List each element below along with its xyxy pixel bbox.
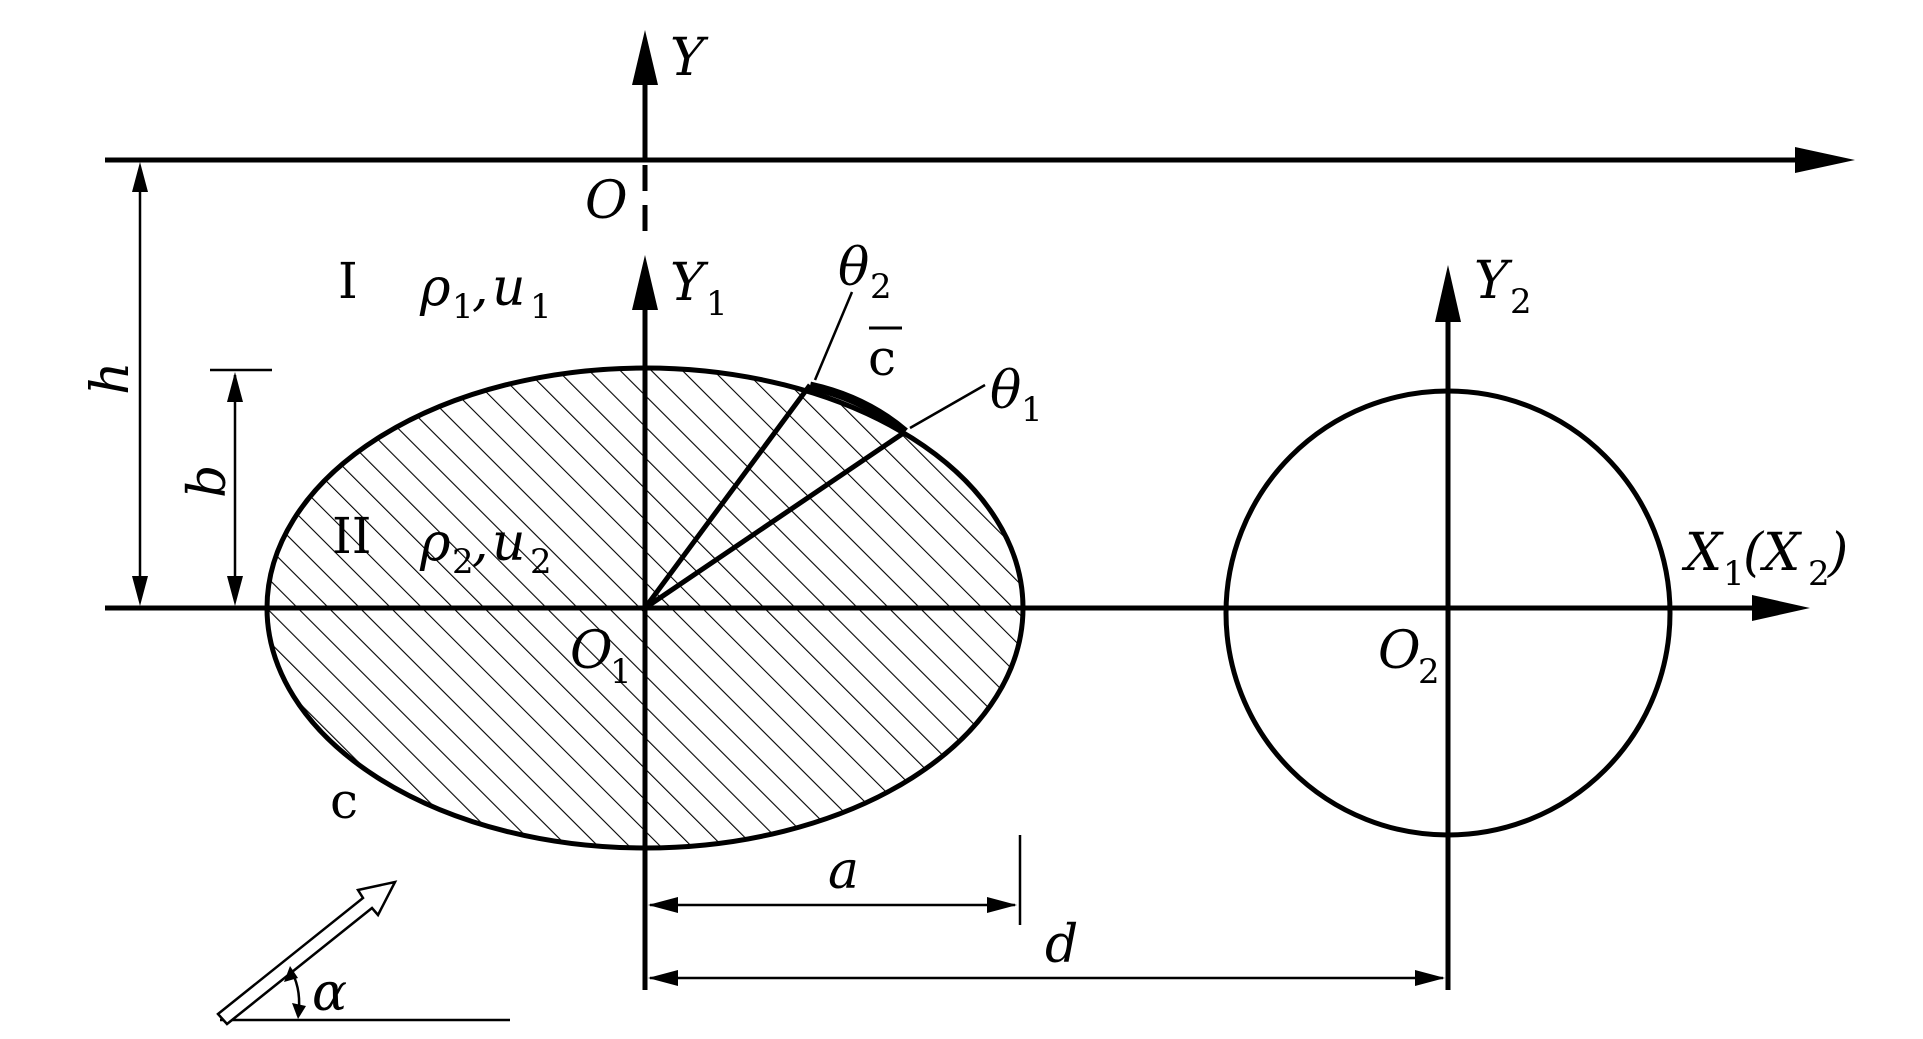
region-ii-label: II: [332, 507, 372, 565]
y1-axis-arrowhead: [632, 255, 658, 310]
theta2-label: θ: [838, 238, 869, 298]
rho1-label: ρ: [419, 258, 451, 318]
origin-o-label: O: [585, 171, 628, 231]
x2-axis-label: (X: [1743, 523, 1802, 583]
origin-o1-subscript: 1: [610, 652, 632, 692]
x2-axis-subscript: 2: [1808, 554, 1830, 594]
u2-label: u: [492, 513, 526, 573]
y-axis-arrowhead: [632, 30, 658, 85]
y-axis-label: Y: [670, 28, 709, 88]
alpha-label: α: [312, 963, 347, 1023]
u2-subscript: 2: [530, 542, 552, 582]
theta1-label: θ: [990, 361, 1021, 421]
origin-o1-label: O: [570, 621, 613, 681]
incident-flow-arrow: [216, 880, 398, 1026]
rho1-subscript: 1: [452, 287, 474, 327]
y1-axis-label: Y: [670, 253, 709, 313]
d-arrow-right: [1415, 970, 1445, 986]
origin-o2-subscript: 2: [1418, 652, 1440, 692]
y1-axis-subscript: 1: [706, 284, 728, 324]
y2-axis-subscript: 2: [1510, 282, 1532, 322]
d-arrow-left: [648, 970, 678, 986]
h-label: h: [81, 362, 141, 396]
rho2-subscript: 2: [452, 542, 474, 582]
cbar-arc: [809, 381, 908, 436]
b-label: b: [178, 465, 238, 498]
top-wall-arrowhead: [1795, 147, 1855, 173]
region-i-label: I: [338, 252, 358, 310]
a-arrow-left: [648, 897, 678, 913]
y2-axis-label: Y: [1474, 251, 1513, 311]
cbar-label: c: [868, 329, 896, 387]
b-arrow-bottom: [227, 576, 243, 606]
h-arrow-bottom: [132, 576, 148, 606]
x1-axis-subscript: 1: [1723, 554, 1745, 594]
rho2-label: ρ: [419, 513, 451, 573]
h-arrow-top: [132, 162, 148, 192]
a-label: a: [828, 841, 859, 901]
comma1-label: ,: [472, 258, 489, 318]
theta2-ray: [642, 383, 813, 610]
x2-axis-close-paren: ): [1827, 523, 1848, 583]
u1-subscript: 1: [530, 287, 552, 327]
comma2-label: ,: [472, 513, 489, 573]
b-arrow-top: [227, 372, 243, 402]
d-label: d: [1045, 915, 1078, 975]
y2-axis-arrowhead: [1435, 265, 1461, 322]
theta2-leader: [813, 291, 854, 381]
theta1-subscript: 1: [1021, 390, 1043, 430]
theta1-ray: [643, 429, 907, 611]
contour-c-label: c: [330, 772, 358, 830]
alpha-arc-arrowhead-top: [284, 966, 298, 982]
alpha-arc-arrowhead-bottom: [292, 1003, 306, 1019]
theta2-subscript: 2: [870, 267, 892, 307]
x1-axis-label: X: [1681, 523, 1724, 583]
theta1-leader: [909, 383, 986, 430]
origin-o2-label: O: [1378, 621, 1421, 681]
a-arrow-right: [987, 897, 1017, 913]
x1-axis-arrowhead: [1752, 595, 1810, 621]
u1-label: u: [492, 258, 526, 318]
